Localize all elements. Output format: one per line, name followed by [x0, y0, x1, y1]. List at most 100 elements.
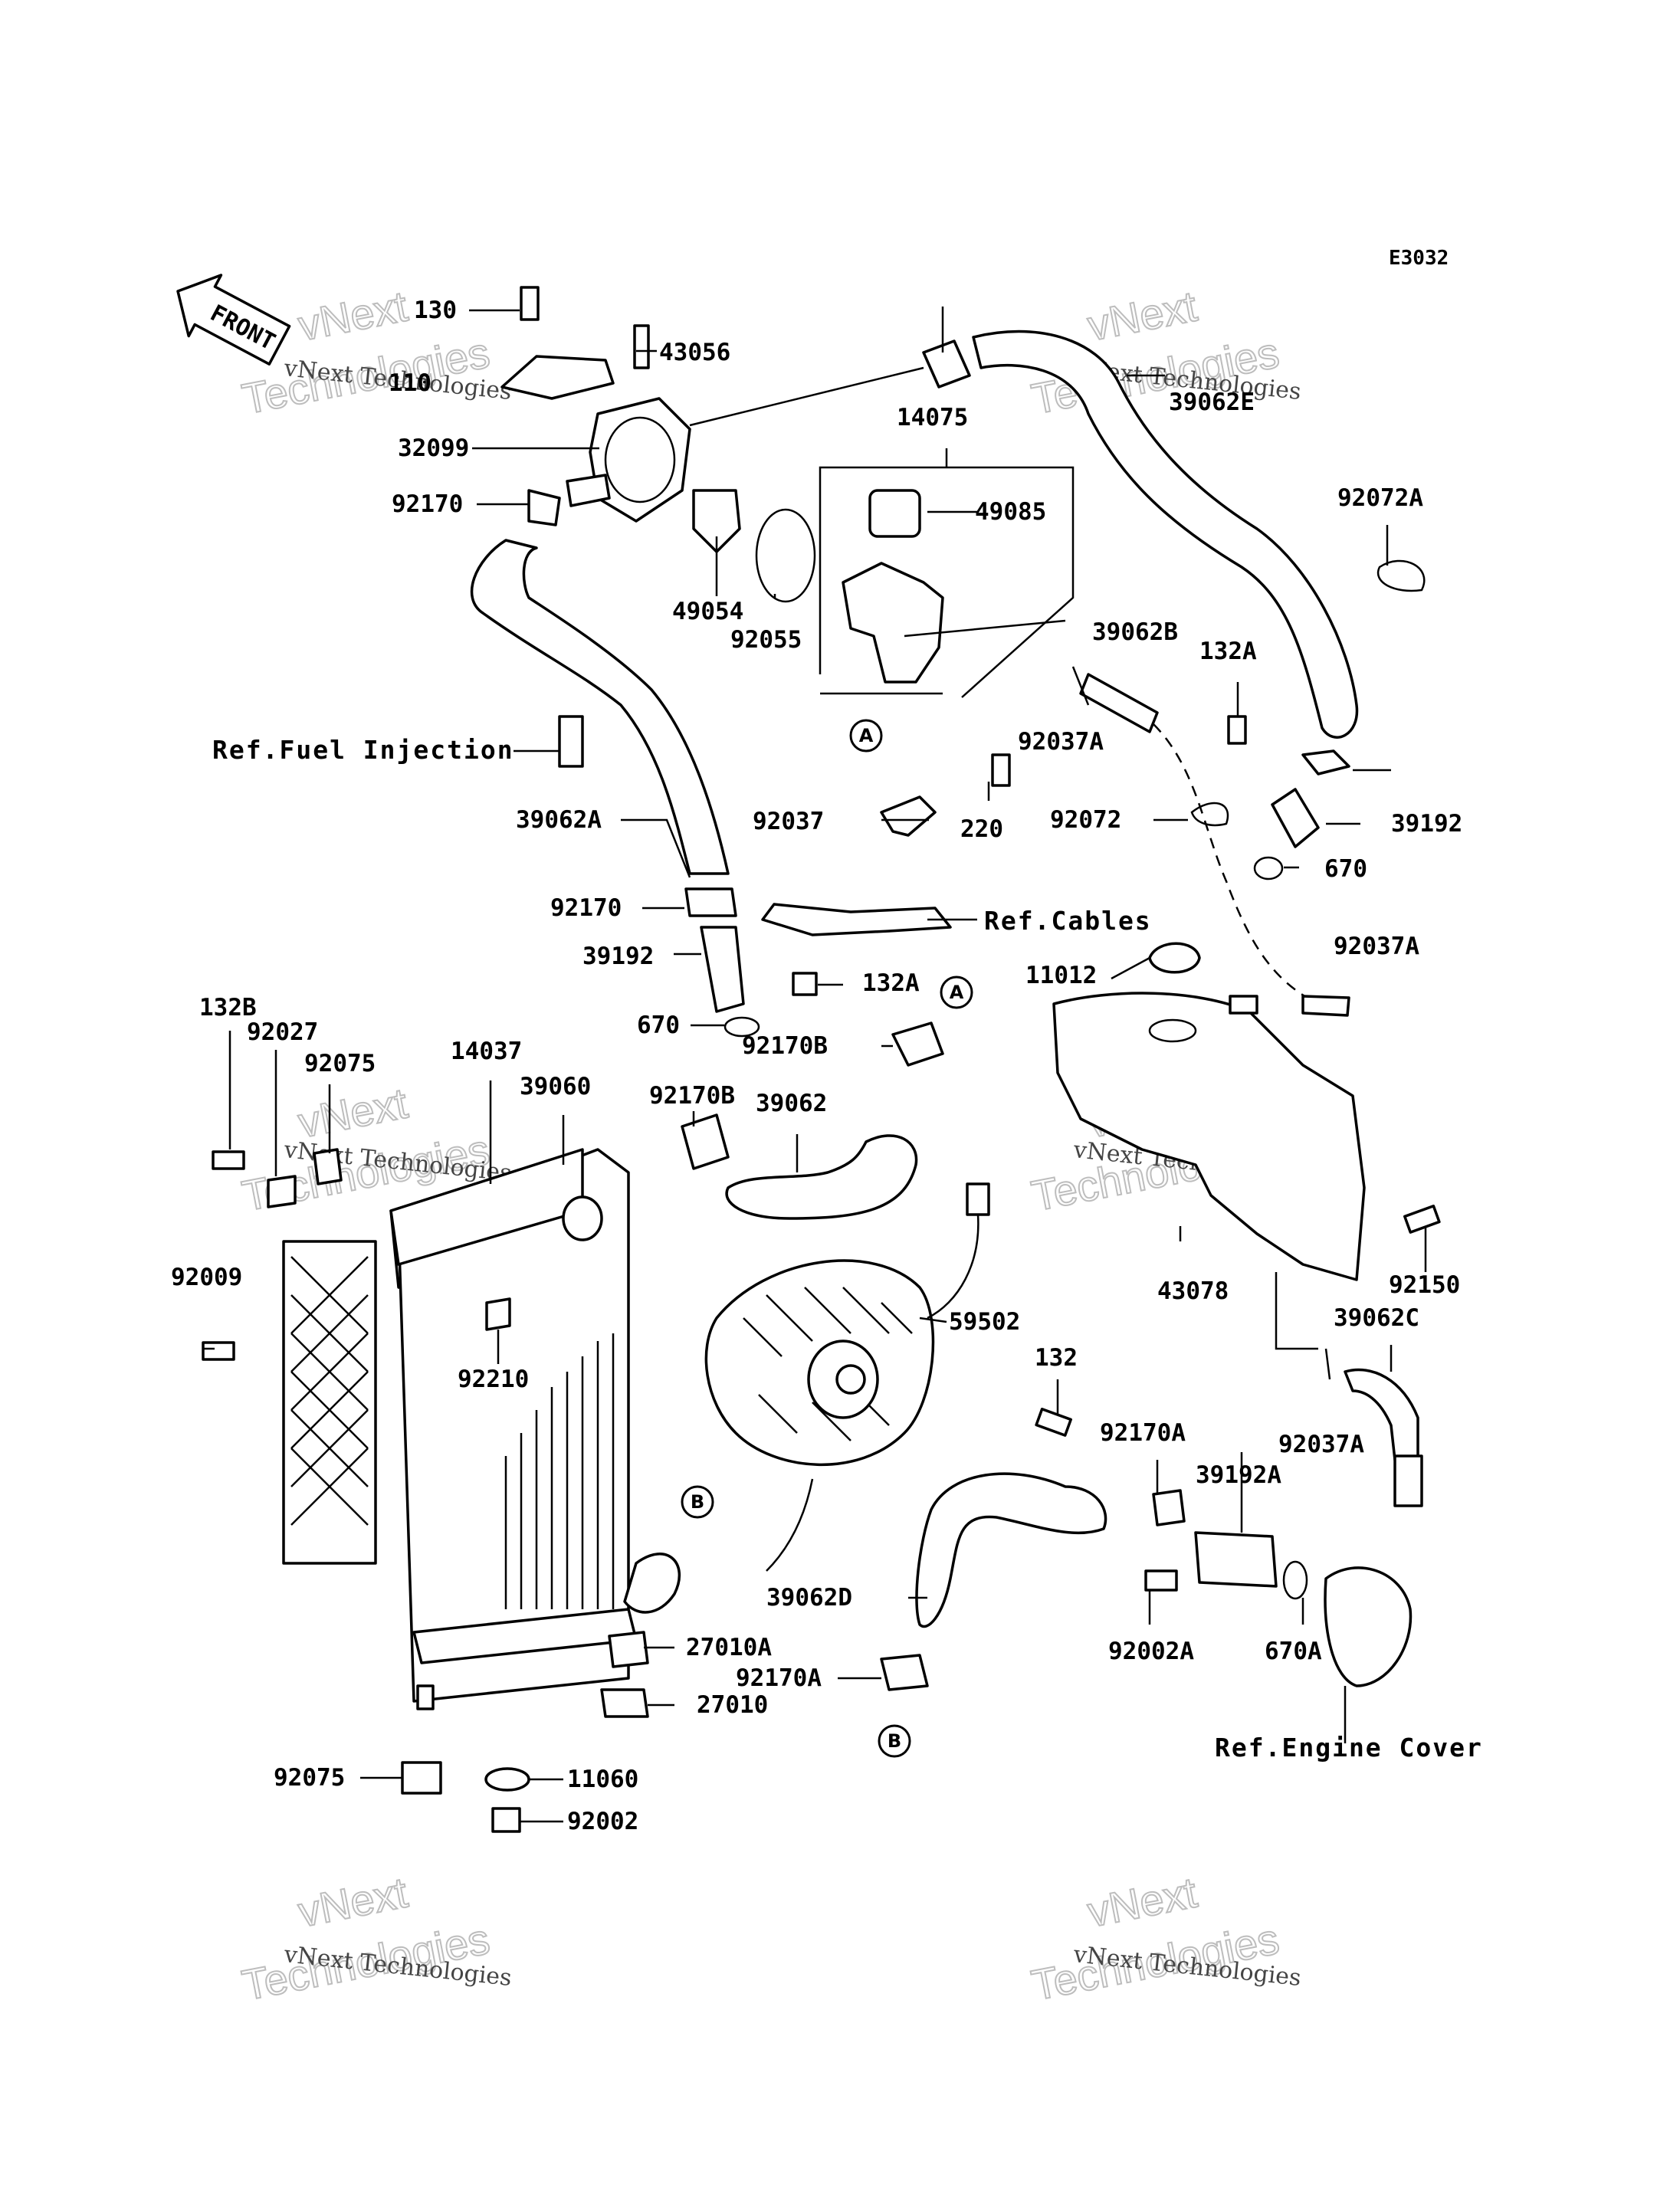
grommet-92075-top-icon	[313, 1148, 343, 1185]
part-label-92170A-b: 92170A	[736, 1664, 822, 1692]
fan-connector-icon	[966, 1182, 990, 1216]
fan-wire-lower	[766, 1478, 814, 1572]
connector-a-circle	[849, 719, 883, 753]
oring-670A-icon	[1282, 1560, 1308, 1600]
bolt-130-icon	[520, 286, 540, 321]
reservoir-leader	[1275, 1272, 1318, 1350]
bolt-132A-mid-icon	[792, 972, 818, 996]
part-label-32099: 32099	[398, 434, 469, 462]
part-label-92037A-b: 92037A	[1334, 933, 1419, 960]
fan-wire	[927, 1214, 979, 1320]
breather-hose-dashed	[1153, 723, 1319, 1005]
part-label-110: 110	[389, 369, 431, 397]
oring-670-mid-icon	[724, 1016, 760, 1038]
part-label-14037: 14037	[451, 1038, 522, 1065]
bolt-92002A-icon	[1144, 1569, 1178, 1592]
part-label-130: 130	[414, 297, 457, 324]
reservoir-tank-43078-icon	[1052, 992, 1366, 1281]
leader-lines	[203, 307, 1427, 1823]
part-label-92170A-a: 92170A	[1100, 1419, 1186, 1447]
connector-a-circle	[940, 976, 973, 1009]
thermostat-housing	[500, 286, 816, 603]
fitting-39192-mid-icon	[700, 926, 745, 1013]
part-label-92072: 92072	[1050, 806, 1121, 834]
bolt-132A-icon	[1227, 715, 1247, 745]
housing-32099-nipple	[566, 474, 611, 507]
part-label-39192-a: 39192	[1391, 810, 1462, 838]
clamp-92072A-icon	[1376, 559, 1426, 592]
part-label-11060: 11060	[567, 1766, 638, 1793]
connector-b-circle	[681, 1485, 714, 1519]
watermark-brand: vNext	[294, 281, 412, 349]
part-label-92037A-c: 92037A	[1278, 1431, 1364, 1458]
thermostat-49054-icon	[692, 489, 741, 553]
part-label-39062: 39062	[756, 1090, 827, 1117]
clamp-92170-right-icon	[1301, 749, 1350, 776]
housing-32099-bore	[604, 416, 676, 503]
bolt-220-icon	[991, 753, 1011, 787]
watermark-brand: vNext	[1084, 281, 1201, 349]
part-label-92002: 92002	[567, 1808, 638, 1835]
clamp-92170-mid-icon	[684, 887, 737, 917]
radiator-outlet	[623, 1553, 681, 1614]
clamp-92170B-left-icon	[681, 1113, 730, 1170]
bolt-132B-icon	[212, 1150, 245, 1170]
hose-39062A-icon	[470, 539, 730, 875]
part-label-92055: 92055	[730, 626, 802, 654]
radiator-foot	[416, 1684, 435, 1710]
clamp-92170-top-icon	[922, 339, 971, 389]
fan-hub-icon	[835, 1364, 866, 1395]
clamp-92072-icon	[1190, 802, 1229, 827]
part-label-43056: 43056	[659, 339, 730, 366]
washer-11060-icon	[484, 1767, 530, 1792]
part-label-39192-b: 39192	[582, 943, 654, 970]
part-label-14075: 14075	[897, 404, 968, 431]
grommet-92027-icon	[267, 1175, 297, 1208]
part-label-92150: 92150	[1389, 1271, 1460, 1299]
part-label-39062C: 39062C	[1334, 1304, 1419, 1332]
radiator-39060	[282, 1148, 681, 1710]
sensor-27010-icon	[600, 1688, 649, 1718]
connector-a-label: A	[950, 982, 964, 1003]
part-label-49054: 49054	[672, 598, 743, 625]
part-label-43078: 43078	[1157, 1277, 1229, 1305]
radiator-fins	[504, 1333, 615, 1609]
watermark-brand: vNext	[1084, 1867, 1201, 1936]
part-label-92075-a: 92075	[304, 1050, 376, 1077]
part-label-92002A: 92002A	[1108, 1638, 1194, 1665]
fitting-39192-right-icon	[1271, 788, 1320, 848]
oring-92055-icon	[755, 508, 816, 603]
clamp-92170A-right-icon	[1152, 1489, 1186, 1526]
cap-49085-icon	[868, 489, 921, 538]
watermark: vNext Technologies	[1027, 1867, 1284, 2010]
part-label-92072A: 92072A	[1337, 484, 1423, 512]
part-label-92170B-a: 92170B	[742, 1032, 828, 1060]
part-label-92170-a: 92170	[392, 490, 463, 518]
ref-fuel-injection: Ref.Fuel Injection	[212, 735, 514, 765]
part-label-59502: 59502	[949, 1308, 1020, 1336]
bolt-132-icon	[1035, 1408, 1072, 1437]
connector-b-label: B	[691, 1491, 704, 1513]
bolt-92150-icon	[1403, 1205, 1441, 1234]
part-label-132B: 132B	[199, 994, 257, 1021]
part-label-670-b: 670	[637, 1012, 680, 1039]
front-arrow: FRONT	[176, 274, 291, 366]
ref-engine-cover: Ref.Engine Cover	[1215, 1733, 1483, 1763]
part-label-92170-b: 92170	[550, 894, 622, 922]
part-label-39062B: 39062B	[1092, 618, 1178, 646]
filler-neck-14075-icon	[842, 562, 944, 684]
connector-b-label: B	[888, 1730, 901, 1752]
clip-92210-icon	[485, 1297, 511, 1331]
hose-39062D-icon	[915, 1472, 1107, 1628]
watermark-brand: vNext	[294, 1867, 412, 1936]
part-label-92170B-b: 92170B	[649, 1082, 735, 1110]
clamp-92170-left-icon	[527, 489, 561, 526]
part-label-92210: 92210	[458, 1366, 529, 1393]
radiator-inlet	[562, 1195, 603, 1241]
hose-39062-icon	[725, 1134, 918, 1220]
part-labels: 130 43056 110 32099 92170 49054 92055 14…	[171, 297, 1462, 1835]
hose-39062C-icon	[1344, 1368, 1419, 1461]
grommet-92075-bottom-icon	[401, 1761, 442, 1795]
part-label-39062A: 39062A	[516, 806, 602, 834]
clip-92037-icon	[880, 795, 937, 837]
